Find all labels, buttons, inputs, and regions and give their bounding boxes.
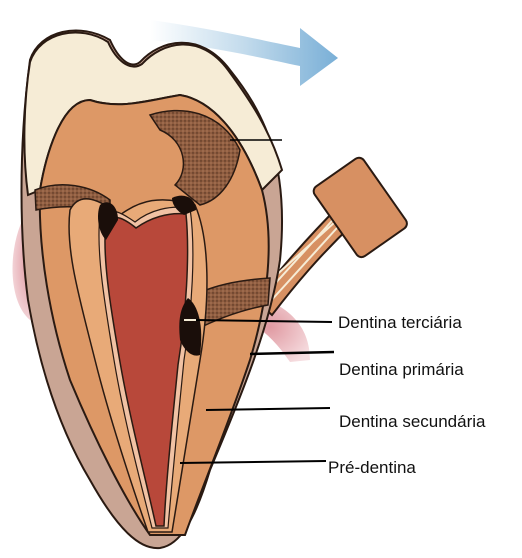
label-tertiary-dentin: Dentina terciária bbox=[338, 313, 462, 333]
label-secondary-dentin: Dentina secundária bbox=[339, 412, 485, 432]
label-primary-dentin: Dentina primária bbox=[339, 360, 464, 380]
label-predentin: Pré-dentina bbox=[328, 458, 416, 478]
leader-primary bbox=[250, 352, 334, 354]
